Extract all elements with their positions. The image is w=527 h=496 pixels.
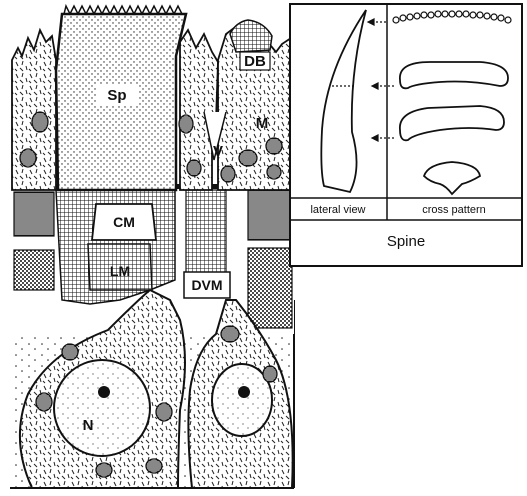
label-sp: Sp <box>107 87 126 104</box>
inset-lateral-view-label: lateral view <box>310 204 365 216</box>
label-lm: LM <box>110 263 130 279</box>
circular-muscle-left <box>14 192 54 236</box>
epidermis-left <box>12 30 56 190</box>
dense-body <box>230 20 272 52</box>
label-n: N <box>83 417 94 434</box>
mitochondrion <box>179 115 193 133</box>
label-m: M <box>256 115 269 132</box>
label-v: V <box>213 143 223 160</box>
nucleus-left <box>54 360 150 456</box>
longitudinal-muscle-left <box>14 250 54 290</box>
mitochondrion <box>267 165 281 179</box>
nucleolus-left <box>98 386 110 398</box>
muscle-grid-right-a <box>186 190 226 282</box>
mitochondrion <box>221 326 239 342</box>
muscle-dense-right <box>248 248 292 328</box>
mitochondrion <box>221 166 235 182</box>
mitochondrion <box>32 112 48 132</box>
label-db: DB <box>244 53 266 70</box>
inset-title: Spine <box>387 233 425 250</box>
mitochondrion <box>146 459 162 473</box>
mitochondrion <box>62 344 78 360</box>
label-cm: CM <box>113 214 135 230</box>
nucleolus-right <box>238 386 250 398</box>
mitochondrion <box>96 463 112 477</box>
mitochondrion <box>187 160 201 176</box>
mitochondrion <box>263 366 277 382</box>
muscle-grid-right-b <box>248 190 292 240</box>
inset-cross-pattern-label: cross pattern <box>422 204 486 216</box>
mitochondrion <box>239 150 257 166</box>
mitochondrion <box>20 149 36 167</box>
mitochondrion <box>36 393 52 411</box>
label-dvm: DVM <box>191 277 222 293</box>
mitochondrion <box>156 403 172 421</box>
mitochondrion <box>266 138 282 154</box>
